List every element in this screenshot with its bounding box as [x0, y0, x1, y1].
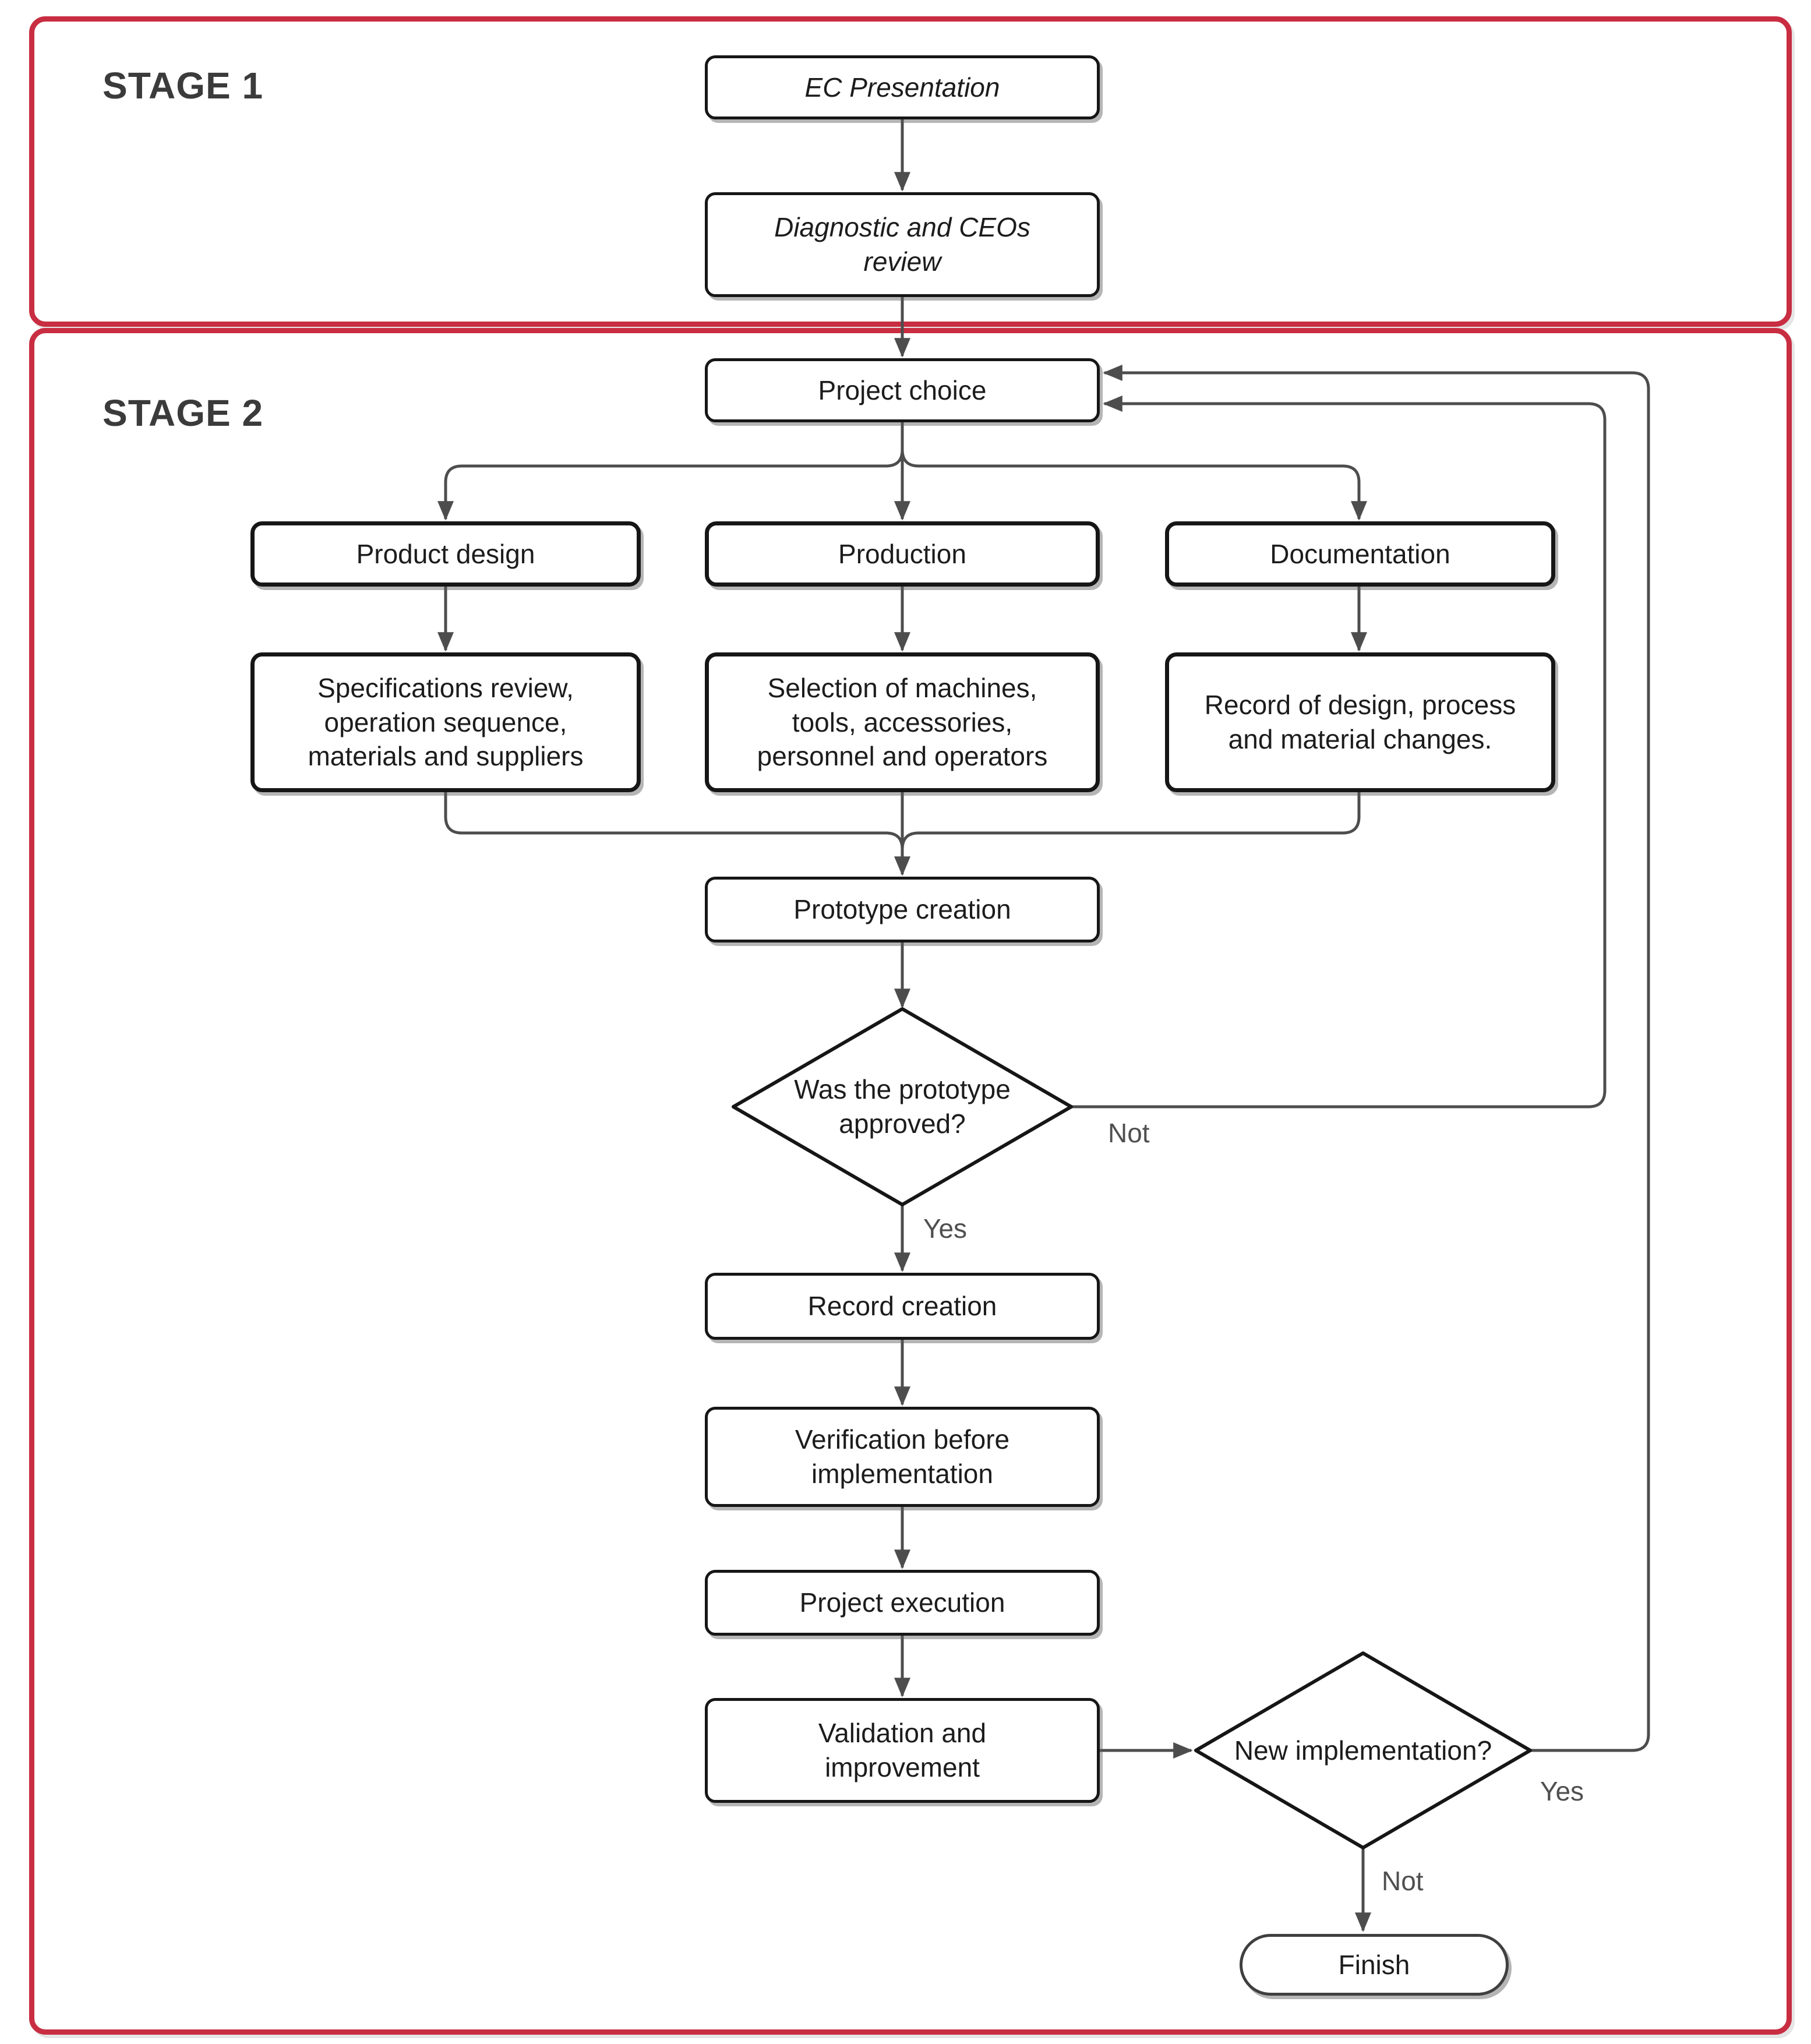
node-record-changes: Record of design, process and material c… — [1165, 652, 1555, 792]
edge-label-new-impl-yes: Yes — [1540, 1776, 1584, 1806]
node-validation: Validation and improvement — [705, 1698, 1100, 1803]
stage2-container — [29, 328, 1792, 2035]
node-project-execution-label: Project execution — [799, 1587, 1005, 1618]
node-project-choice: Project choice — [705, 358, 1100, 422]
edge-record-changes-merge — [901, 792, 1361, 850]
stage1-label: STAGE 1 — [103, 65, 264, 107]
node-documentation: Documentation — [1165, 521, 1555, 587]
node-validation-label: Validation and improvement — [818, 1718, 987, 1782]
edge-choice-to-documentation — [901, 449, 1367, 521]
edge-approved-not-feedback — [1071, 396, 1607, 1109]
node-project-choice-label: Project choice — [818, 375, 987, 405]
edge-label-new-impl-not: Not — [1382, 1866, 1424, 1896]
node-prototype-creation: Prototype creation — [705, 877, 1100, 942]
decision-new-implementation-shape — [1194, 1651, 1532, 1849]
node-specifications-label: Specifications review, operation sequenc… — [308, 672, 584, 772]
stage2-label: STAGE 2 — [103, 392, 264, 434]
edge-choice-to-product-design — [437, 449, 904, 521]
node-record-creation: Record creation — [705, 1273, 1100, 1340]
node-product-design-label: Product design — [356, 538, 535, 569]
edge-new-implementation-yes-feedback — [1103, 365, 1650, 1752]
node-record-creation-label: Record creation — [807, 1291, 997, 1322]
node-finish-label: Finish — [1338, 1949, 1410, 1980]
node-finish: Finish — [1240, 1934, 1509, 1996]
edge-specifications-merge — [444, 792, 904, 850]
node-verification-label: Verification before implementation — [795, 1424, 1010, 1489]
node-selection: Selection of machines, tools, accessorie… — [705, 652, 1100, 792]
node-ec-presentation: EC Presentation — [705, 55, 1100, 119]
node-diagnostic-review-label: Diagnostic and CEOs review — [774, 212, 1030, 277]
node-diagnostic-review: Diagnostic and CEOs review — [705, 192, 1100, 297]
node-product-design: Product design — [250, 521, 641, 587]
node-verification: Verification before implementation — [705, 1407, 1100, 1507]
node-production-label: Production — [838, 538, 966, 569]
node-documentation-label: Documentation — [1270, 538, 1450, 569]
node-prototype-creation-label: Prototype creation — [793, 894, 1011, 925]
edge-label-prototype-yes: Yes — [923, 1213, 968, 1244]
node-project-execution: Project execution — [705, 1570, 1100, 1636]
node-ec-presentation-label: EC Presentation — [804, 72, 1000, 103]
node-record-changes-label: Record of design, process and material c… — [1204, 690, 1516, 754]
node-selection-label: Selection of machines, tools, accessorie… — [757, 672, 1048, 772]
edge-label-prototype-not: Not — [1108, 1118, 1150, 1148]
stage1-container — [29, 16, 1792, 327]
decision-prototype-approved-shape — [732, 1007, 1073, 1206]
node-production: Production — [705, 521, 1100, 587]
node-specifications: Specifications review, operation sequenc… — [250, 652, 641, 792]
